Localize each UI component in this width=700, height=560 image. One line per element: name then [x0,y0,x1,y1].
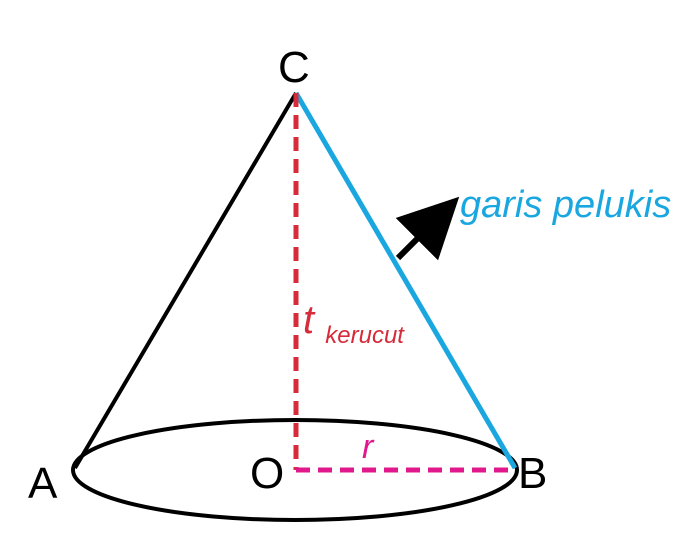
edge-ac [73,91,298,470]
label-point-o: O [250,449,284,498]
label-height-main: t [303,298,316,342]
label-slant-height: garis pelukis [460,184,671,226]
edge-cb-slant-height [293,91,518,470]
label-point-a: A [28,459,58,508]
label-height: t kerucut [303,298,405,349]
pointer-arrow [395,196,460,261]
cone-base-ellipse [71,418,519,522]
label-height-sub: kerucut [325,322,405,349]
label-radius: r [362,428,375,466]
label-point-c: C [278,43,310,92]
label-point-b: B [518,449,547,498]
